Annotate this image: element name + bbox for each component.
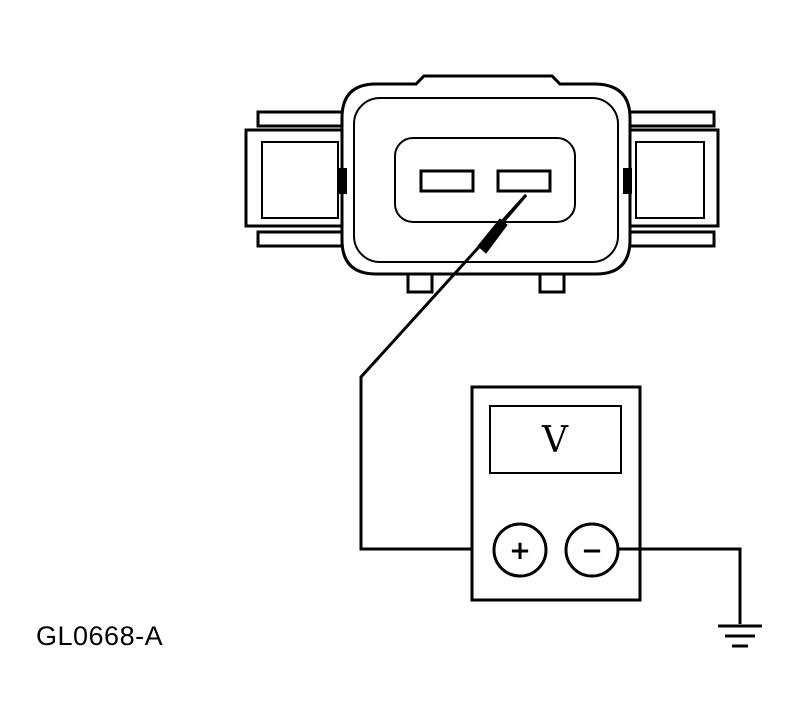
ground-lead: [618, 547, 762, 648]
left-latch-contact: [338, 168, 347, 194]
connector-housing-outer: [340, 74, 632, 276]
connector-pin-1: [419, 169, 475, 193]
meter-positive-label: +: [509, 536, 531, 566]
meter-positive-terminal[interactable]: [492, 522, 548, 578]
electrical-connector-icon: [244, 74, 720, 294]
meter-display: [489, 405, 622, 474]
connector-pin-2: [496, 169, 552, 193]
negative-lead-wire: [618, 547, 742, 624]
test-lead: [359, 193, 528, 551]
meter-body: [470, 385, 642, 602]
probe-body: [477, 218, 508, 254]
right-latch-bottom-rail: [626, 230, 716, 248]
connector-housing-inner: [353, 97, 619, 263]
left-latch-top-rail: [256, 110, 350, 128]
probe-tip: [501, 194, 528, 223]
positive-lead-wire: [359, 193, 528, 551]
figure-id: GL0668-A: [36, 621, 164, 651]
right-latch-top-rail: [626, 110, 716, 128]
right-latch-contact: [623, 168, 632, 194]
left-latch-bottom-rail: [256, 230, 350, 248]
meter-negative-label: −: [581, 536, 603, 566]
meter-display-label: V: [541, 420, 569, 461]
ground-symbol-icon: [718, 624, 762, 648]
voltmeter-icon: V + −: [470, 385, 642, 602]
test-probe-icon: [477, 194, 528, 254]
right-latch-inner: [635, 141, 705, 219]
connector-terminal-cavity: [394, 137, 576, 223]
